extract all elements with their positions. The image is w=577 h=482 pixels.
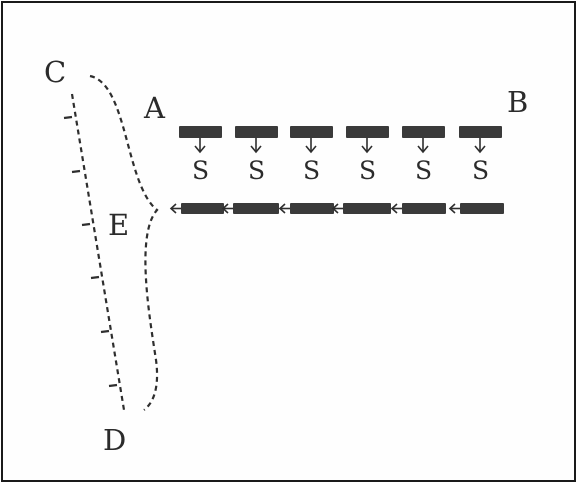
brace-curve [89,74,159,411]
source-unit: S [459,126,502,185]
line-cd [63,93,126,411]
down-arrow-head-icon [250,145,262,154]
source-bar [402,126,445,138]
label-a: A [143,91,166,125]
down-arrow-head-icon [417,145,429,154]
source-label: S [192,156,209,185]
source-label: S [472,156,489,185]
source-label: S [415,156,432,185]
down-arrow-head-icon [194,145,206,154]
source-bar [290,126,333,138]
flow-segment [278,203,334,214]
source-unit: S [179,126,222,185]
left-arrow-head-icon [278,203,286,214]
flow-segment [448,203,504,214]
down-arrow-head-icon [305,145,317,154]
source-bar [235,126,278,138]
flow-bar [343,203,391,214]
source-label: S [359,156,376,185]
label-b: B [507,85,528,119]
flow-bar [402,203,446,214]
down-arrow-head-icon [361,145,373,154]
left-arrow-head-icon [331,203,339,214]
flow-bar [290,203,334,214]
lower-row [169,203,504,214]
flow-segment [331,203,391,214]
source-unit: S [290,126,333,185]
flow-bar [460,203,504,214]
source-label: S [303,156,320,185]
source-unit: S [346,126,389,185]
left-arrow-head-icon [390,203,398,214]
left-arrow-head-icon [221,203,229,214]
label-e: E [108,208,129,242]
source-bar [459,126,502,138]
flow-bar [181,203,224,214]
flow-segment [221,203,279,214]
source-bar [346,126,389,138]
source-bar [179,126,222,138]
left-arrow-head-icon [169,203,177,214]
flow-segment [390,203,446,214]
flow-bar [233,203,279,214]
source-unit: S [402,126,445,185]
label-c: C [44,55,66,89]
source-label: S [248,156,265,185]
source-unit: S [235,126,278,185]
down-arrow-head-icon [474,145,486,154]
label-d: D [103,423,126,457]
flow-segment [169,203,224,214]
left-arrow-head-icon [448,203,456,214]
